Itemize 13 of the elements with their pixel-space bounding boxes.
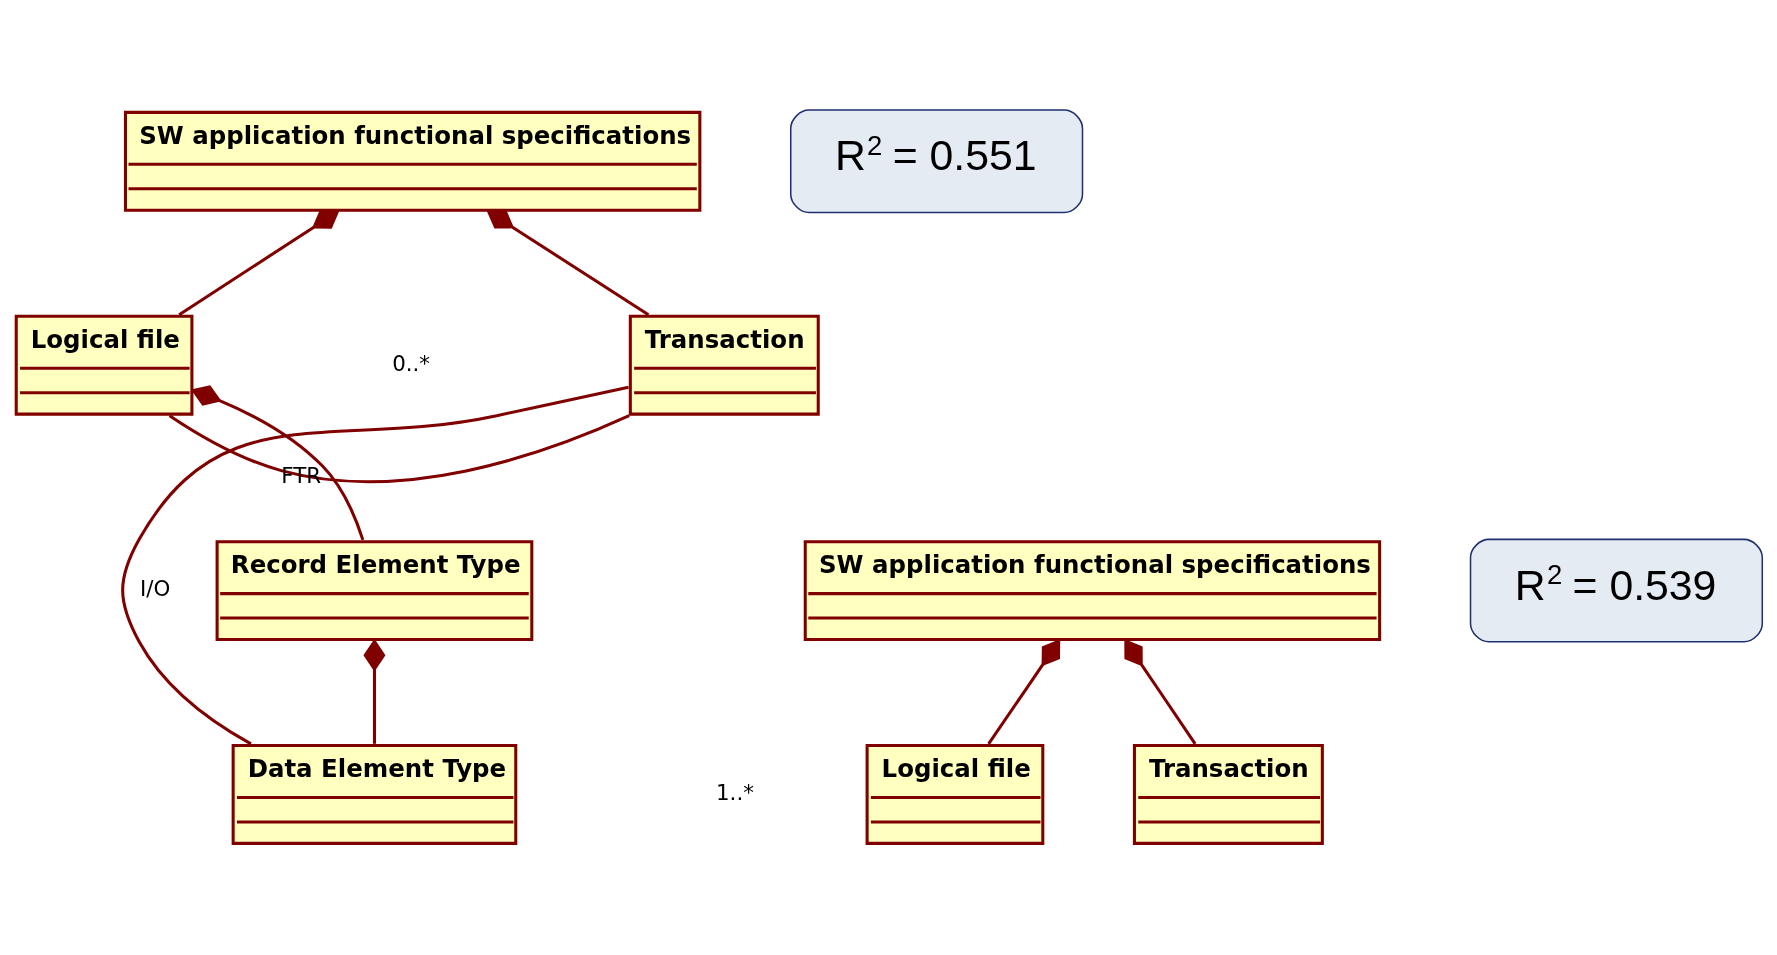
node-box: R$^{2}$ = 0.551 — [789, 109, 1084, 214]
node-box: R$^{2}$ = 0.539 — [1469, 538, 1764, 643]
connector — [190, 385, 365, 541]
connector — [987, 639, 1061, 745]
connector — [121, 385, 629, 746]
edge-label: I/O — [140, 576, 171, 602]
label: 1..* — [716, 780, 754, 806]
connector — [486, 210, 650, 317]
connector — [168, 414, 630, 484]
connector — [363, 638, 386, 744]
connector — [1124, 639, 1197, 745]
label: 0..* — [392, 350, 431, 376]
connector — [178, 210, 340, 317]
